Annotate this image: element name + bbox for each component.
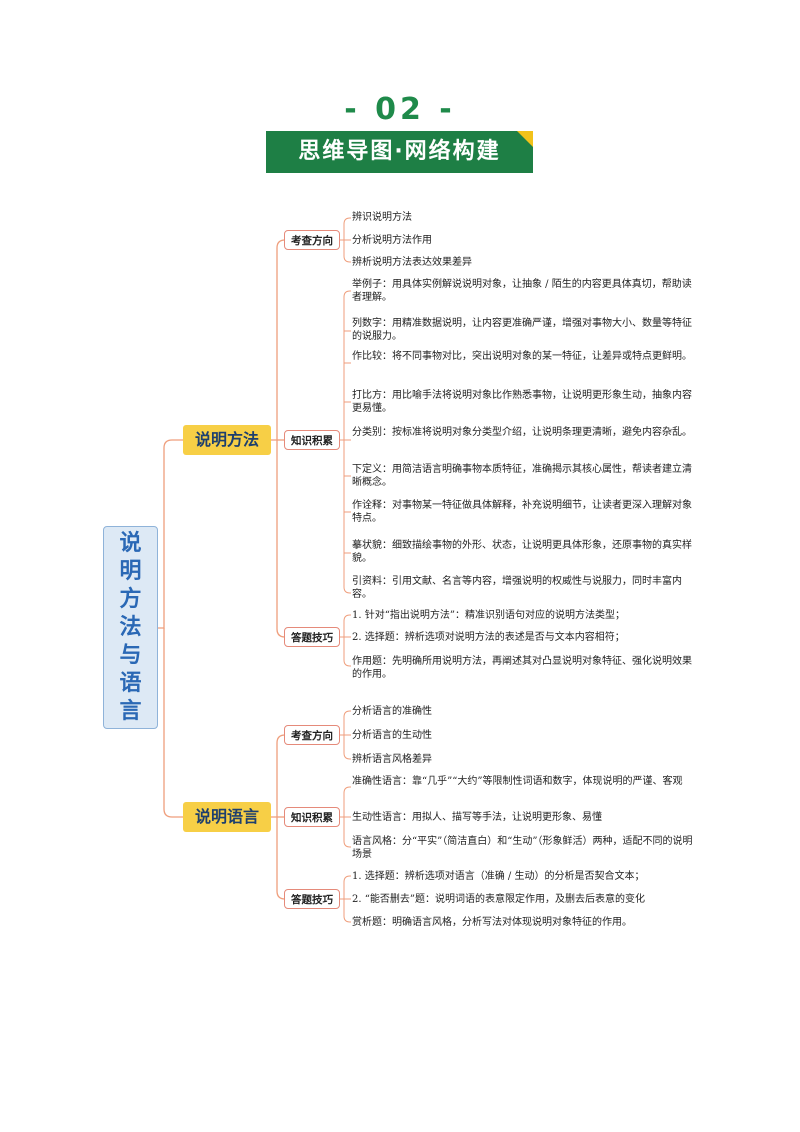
connector-branch-1-group-1: [271, 239, 286, 441]
leaf-item: 1. 针对“指出说明方法”：精准识别语句对应的说明方法类型；: [352, 610, 625, 621]
leaf-item: 作诠释：对事物某一特征做具体解释，补充说明细节，让读者更深入理解对象特点。: [352, 500, 692, 524]
banner-title: 思维导图·网络构建: [266, 131, 533, 173]
leaf-item: 辨析说明方法表达效果差异: [352, 257, 472, 268]
connector-leaf: [343, 637, 351, 667]
leaf-item: 打比方：用比喻手法将说明对象比作熟悉事物，让说明更形象生动，抽象内容更易懂。: [352, 390, 692, 414]
leaf-item: 下定义：用简洁语言明确事物本质特征，准确揭示其核心属性，帮读者建立清晰概念。: [352, 464, 692, 488]
leaf-item: 举例子：用具体实例解说说明对象，让抽象 / 陌生的内容更具体真切，帮助读者理解。: [352, 279, 692, 303]
section-number: - 02 -: [344, 92, 456, 127]
group-knowledge: 知识积累: [284, 807, 340, 827]
connector-leaf: [343, 440, 351, 594]
root-node: 说明方法与语言: [103, 526, 158, 729]
leaf-item: 分类别：按标准将说明对象分类型介绍，让说明条理更清晰，避免内容杂乱。: [352, 427, 692, 438]
leaf-item: 引资料：引用文献、名言等内容，增强说明的权威性与说服力，同时丰富内容。: [352, 576, 682, 600]
connector-leaf: [340, 614, 351, 638]
leaf-item: 辨析语言风格差异: [352, 754, 432, 765]
connector-leaf: [340, 786, 351, 818]
branch-explanation-language: 说明语言: [183, 802, 271, 832]
connector-root-branch-1: [158, 439, 183, 629]
connector-root-branch-2: [163, 628, 183, 818]
connector-leaf: [343, 899, 351, 923]
leaf-item: 2. 选择题：辨析选项对说明方法的表述是否与文本内容相符；: [352, 632, 625, 643]
connector-branch-2-group-1: [271, 734, 286, 818]
leaf-item: 分析说明方法作用: [352, 235, 432, 246]
leaf-item: 列数字：用精准数据说明，让内容更准确严谨，增强对事物大小、数量等特征的说服力。: [352, 318, 692, 342]
leaf-item: 分析语言的生动性: [352, 730, 432, 741]
group-exam-focus: 考查方向: [284, 230, 340, 250]
leaf-item: 辨识说明方法: [352, 212, 412, 223]
group-exam-focus: 考查方向: [284, 725, 340, 745]
connector-leaf: [344, 330, 351, 554]
leaf-item: 2. “能否删去”题：说明词语的表意限定作用，及删去后表意的变化: [352, 894, 645, 905]
banner-corner-decoration: [517, 131, 533, 147]
leaf-item: 作比较：将不同事物对比，突出说明对象的某一特征，让差异或特点更鲜明。: [352, 351, 692, 362]
group-answer-tips: 答题技巧: [284, 627, 340, 647]
branch-explanation-methods: 说明方法: [183, 425, 271, 455]
leaf-item: 作用题：先明确所用说明方法，再阐述其对凸显说明对象特征、强化说明效果的作用。: [352, 656, 692, 680]
leaf-item: 准确性语言：靠“几乎”“大约”等限制性词语和数字，体现说明的严谨、客观: [352, 776, 683, 787]
leaf-item: 摹状貌：细致描绘事物的外形、状态，让说明更具体形象，还原事物的真实样貌。: [352, 540, 692, 564]
connector-leaf: [340, 710, 351, 736]
leaf-item: 生动性语言：用拟人、描写等手法，让说明更形象、易懂: [352, 812, 602, 823]
connector-leaf: [343, 735, 351, 760]
connector-leaf: [343, 240, 351, 263]
connector-leaf: [340, 875, 351, 900]
connector-branch-2-group-3: [276, 817, 286, 900]
leaf-item: 分析语言的准确性: [352, 706, 432, 717]
group-answer-tips: 答题技巧: [284, 889, 340, 909]
connector-branch-1-group-3: [276, 440, 286, 638]
connector-leaf: [340, 290, 351, 441]
leaf-item: 赏析题：明确语言风格，分析写法对体现说明对象特征的作用。: [352, 917, 632, 928]
group-knowledge: 知识积累: [284, 430, 340, 450]
leaf-item: 语言风格：分“平实”（简洁直白）和“生动”（形象鲜活）两种，适配不同的说明场景: [352, 836, 693, 860]
leaf-item: 1. 选择题：辨析选项对语言（准确 / 生动）的分析是否契合文本；: [352, 871, 645, 882]
connector-leaf: [343, 817, 351, 848]
connector-leaf: [340, 217, 351, 241]
